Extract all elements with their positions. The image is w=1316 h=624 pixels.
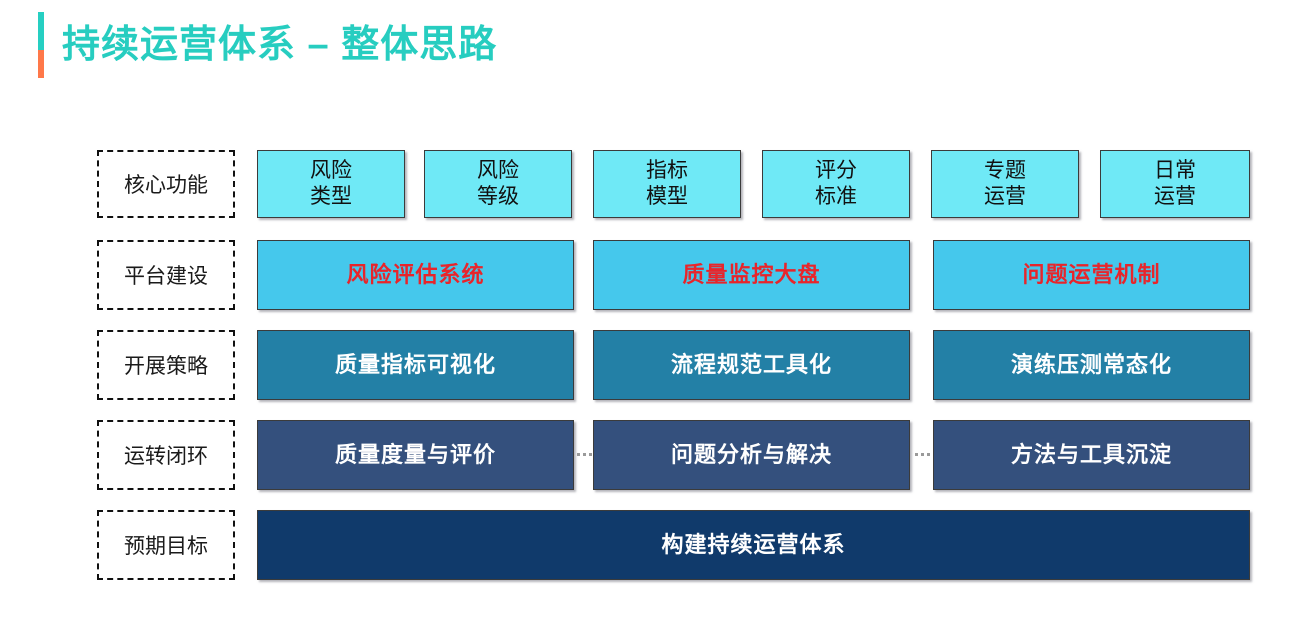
row-label-expected-goal: 预期目标 xyxy=(97,510,235,580)
card-metric-model[interactable]: 指标 模型 xyxy=(593,150,741,218)
row-cards-expected-goal: 构建持续运营体系 xyxy=(257,510,1250,580)
row-cards-platform-construction: 风险评估系统 质量监控大盘 问题运营机制 xyxy=(257,240,1250,310)
card-scoring-standard[interactable]: 评分 标准 xyxy=(762,150,910,218)
title-accent-bar xyxy=(38,12,44,78)
card-risk-level[interactable]: 风险 等级 xyxy=(424,150,572,218)
row-label-execution-strategy: 开展策略 xyxy=(97,330,235,400)
card-process-standard-tooling[interactable]: 流程规范工具化 xyxy=(593,330,910,400)
matrix-row-platform-construction: 平台建设 风险评估系统 质量监控大盘 问题运营机制 xyxy=(0,240,1316,310)
row-label-core-functions: 核心功能 xyxy=(97,150,235,218)
flow-arrow-shaft xyxy=(915,453,935,456)
row-label-platform-construction: 平台建设 xyxy=(97,240,235,310)
row-cards-execution-strategy: 质量指标可视化 流程规范工具化 演练压测常态化 xyxy=(257,330,1250,400)
card-risk-assessment-system[interactable]: 风险评估系统 xyxy=(257,240,574,310)
matrix-row-expected-goal: 预期目标 构建持续运营体系 xyxy=(0,510,1316,580)
matrix-row-core-functions: 核心功能 风险 类型 风险 等级 指标 模型 评分 标准 专题 运营 日常 运营 xyxy=(0,150,1316,218)
row-cards-core-functions: 风险 类型 风险 等级 指标 模型 评分 标准 专题 运营 日常 运营 xyxy=(257,150,1250,218)
card-issue-analysis-resolution[interactable]: 问题分析与解决 xyxy=(593,420,910,490)
card-quality-metric-visualization[interactable]: 质量指标可视化 xyxy=(257,330,574,400)
card-quality-measure-evaluate[interactable]: 质量度量与评价 xyxy=(257,420,574,490)
card-method-tool-precipitation[interactable]: 方法与工具沉淀 xyxy=(933,420,1250,490)
card-build-continuous-operation-system[interactable]: 构建持续运营体系 xyxy=(257,510,1250,580)
matrix-row-execution-strategy: 开展策略 质量指标可视化 流程规范工具化 演练压测常态化 xyxy=(0,330,1316,400)
card-risk-type[interactable]: 风险 类型 xyxy=(257,150,405,218)
card-drill-stress-test-normalization[interactable]: 演练压测常态化 xyxy=(933,330,1250,400)
row-label-operation-loop: 运转闭环 xyxy=(97,420,235,490)
slide-title-block: 持续运营体系 – 整体思路 xyxy=(38,12,497,78)
card-daily-operation[interactable]: 日常 运营 xyxy=(1100,150,1250,218)
page-title: 持续运营体系 – 整体思路 xyxy=(62,24,498,66)
title-accent-segment-bottom xyxy=(38,50,44,78)
card-topic-operation[interactable]: 专题 运营 xyxy=(931,150,1079,218)
title-accent-segment-top xyxy=(38,12,44,51)
row-cards-operation-loop: 质量度量与评价 问题分析与解决 方法与工具沉淀 xyxy=(257,420,1250,490)
card-issue-operation-mechanism[interactable]: 问题运营机制 xyxy=(933,240,1250,310)
card-quality-monitor-board[interactable]: 质量监控大盘 xyxy=(593,240,910,310)
flow-arrow-shaft xyxy=(577,453,597,456)
matrix-row-operation-loop: 运转闭环 质量度量与评价 问题分析与解决 方法与工具沉淀 xyxy=(0,420,1316,490)
